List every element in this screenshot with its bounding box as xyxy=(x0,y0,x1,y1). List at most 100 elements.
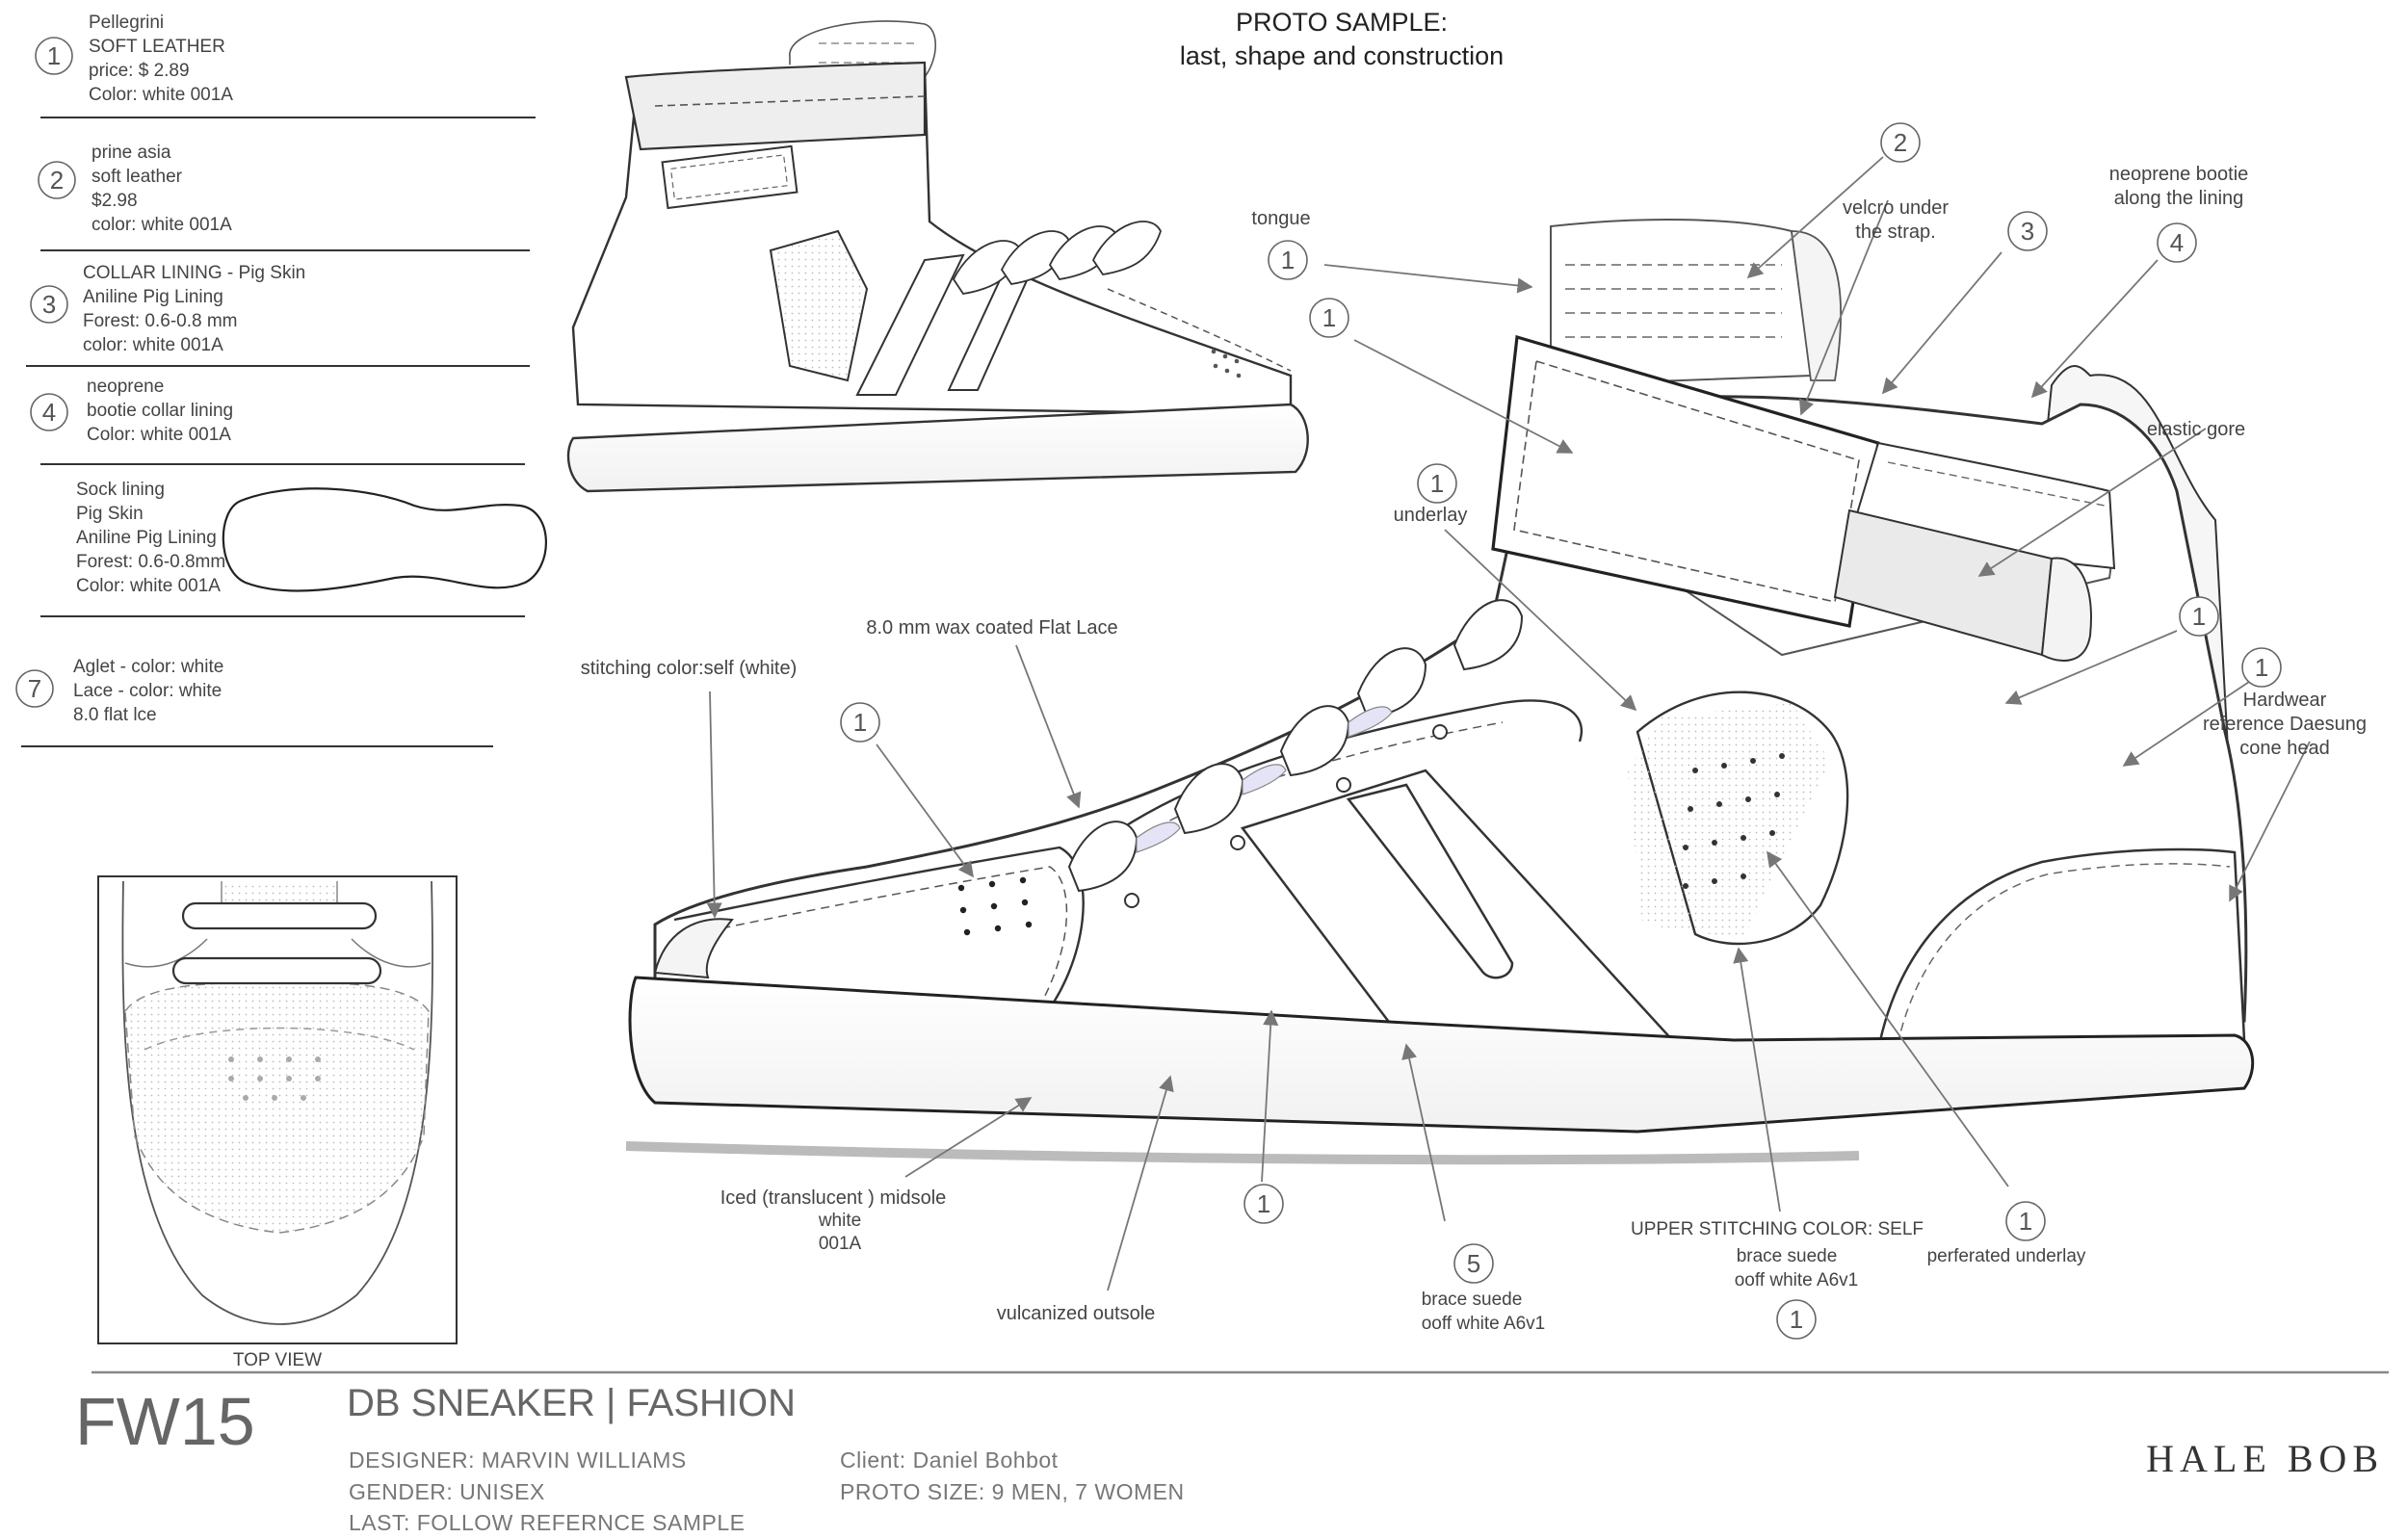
svg-text:1: 1 xyxy=(2192,602,2206,631)
number-markers: 1 1 2 3 4 1 1 1 1 1 5 1 1 xyxy=(840,122,2282,1340)
svg-text:1: 1 xyxy=(2255,653,2268,682)
label-brace-suede: ooff white A6v1 xyxy=(1422,1314,1546,1334)
label-brace-suede-b: ooff white A6v1 xyxy=(1735,1270,1859,1290)
svg-text:3: 3 xyxy=(2021,217,2034,246)
spec-line: $2.98 xyxy=(92,191,138,211)
svg-text:4: 4 xyxy=(2170,228,2184,257)
spec-line: Color: white 001A xyxy=(76,576,221,596)
designer: DESIGNER: MARVIN WILLIAMS xyxy=(349,1447,687,1473)
label-perforated: perferated underlay xyxy=(1927,1246,2086,1266)
client: Client: Daniel Bohbot xyxy=(840,1447,1059,1473)
label-velcro: the strap. xyxy=(1855,222,1935,243)
spec-item-3: 3 COLLAR LINING - Pig Skin Aniline Pig L… xyxy=(26,263,530,367)
label-tongue: tongue xyxy=(1251,208,1310,229)
gender: GENDER: UNISEX xyxy=(349,1479,545,1504)
marker: 1 xyxy=(1417,463,1457,504)
svg-text:1: 1 xyxy=(2019,1207,2032,1236)
spec-item-2: 2 prine asia soft leather $2.98 color: w… xyxy=(38,143,530,251)
spec-line: Pellegrini xyxy=(89,13,164,33)
svg-text:5: 5 xyxy=(1467,1249,1480,1278)
product-title: DB SNEAKER | FASHION xyxy=(347,1382,796,1424)
marker: 1 xyxy=(1243,1184,1284,1224)
season-code: FW15 xyxy=(75,1384,255,1459)
marker: 1 xyxy=(840,702,880,743)
spec-line: 8.0 flat lce xyxy=(73,705,157,725)
label-midsole: Iced (translucent ) midsole xyxy=(720,1187,947,1209)
spec-line: Lace - color: white xyxy=(73,681,222,701)
page-title: PROTO SAMPLE: xyxy=(1236,8,1448,37)
spec-line: bootie collar lining xyxy=(87,401,233,421)
spec-line: Aglet - color: white xyxy=(73,657,223,677)
spec-line: color: white 001A xyxy=(92,215,232,235)
spec-line: soft leather xyxy=(92,167,183,187)
spec-line: COLLAR LINING - Pig Skin xyxy=(83,263,305,283)
spec-line: Aniline Pig Lining xyxy=(83,287,223,307)
label-outsole: vulcanized outsole xyxy=(997,1303,1156,1324)
label-hardwear: reference Daesung xyxy=(2203,714,2367,735)
label-hardwear: cone head xyxy=(2239,738,2329,759)
spec-line: Forest: 0.6-0.8 mm xyxy=(83,311,238,331)
footer: FW15 DB SNEAKER | FASHION DESIGNER: MARV… xyxy=(75,1382,2384,1535)
spec-item-1: 1 Pellegrini SOFT LEATHER price: $ 2.89 … xyxy=(35,13,536,118)
side-view-small xyxy=(566,20,1309,493)
spec-line: SOFT LEATHER xyxy=(89,37,225,57)
spec-line: neoprene xyxy=(87,377,164,397)
brand-logo: HALE BOB xyxy=(2146,1437,2384,1480)
marker: 3 xyxy=(2007,211,2048,251)
marker: 1 xyxy=(1776,1299,1817,1340)
svg-text:1: 1 xyxy=(1322,303,1336,332)
spec-line: Pig Skin xyxy=(76,504,144,524)
svg-text:1: 1 xyxy=(1257,1189,1270,1218)
svg-text:1: 1 xyxy=(1790,1305,1803,1334)
callout-labels: tongue velcro under the strap. neoprene … xyxy=(581,164,2367,1334)
spec-number: 7 xyxy=(28,674,41,703)
label-midsole: white xyxy=(818,1211,861,1231)
label-velcro: velcro under xyxy=(1843,197,1949,219)
label-upper-stitching: UPPER STITCHING COLOR: SELF xyxy=(1631,1219,1924,1239)
svg-text:1: 1 xyxy=(853,708,867,737)
label-brace-suede-b: brace suede xyxy=(1737,1246,1838,1266)
svg-text:2: 2 xyxy=(1894,128,1907,157)
side-view-large xyxy=(625,219,2255,1165)
spec-line: Color: white 001A xyxy=(89,85,233,105)
svg-text:1: 1 xyxy=(1281,246,1295,274)
spec-line: Forest: 0.6-0.8mm xyxy=(76,552,225,572)
callouts xyxy=(706,156,2311,1291)
label-neoprene: neoprene bootie xyxy=(2109,164,2249,185)
spec-line: Color: white 001A xyxy=(87,425,231,445)
spec-number: 4 xyxy=(42,398,56,427)
marker: 5 xyxy=(1453,1243,1494,1284)
spec-number: 2 xyxy=(50,166,64,195)
page-subtitle: last, shape and construction xyxy=(1180,41,1504,70)
label-hardwear: Hardwear xyxy=(2243,690,2327,711)
sock-lining-shape xyxy=(222,487,547,592)
marker: 1 xyxy=(2241,647,2282,688)
spec-line: price: $ 2.89 xyxy=(89,61,190,81)
last: LAST: FOLLOW REFERNCE SAMPLE xyxy=(349,1510,745,1535)
label-elastic-gore: elastic gore xyxy=(2147,419,2245,440)
spec-number: 3 xyxy=(42,290,56,319)
marker: 1 xyxy=(2179,596,2219,637)
spec-item-4: 4 neoprene bootie collar lining Color: w… xyxy=(30,377,525,465)
label-midsole: 001A xyxy=(819,1234,862,1254)
spec-number: 1 xyxy=(47,41,61,70)
spec-line: color: white 001A xyxy=(83,335,223,355)
spec-list: 1 Pellegrini SOFT LEATHER price: $ 2.89 … xyxy=(15,13,547,747)
svg-text:1: 1 xyxy=(1430,469,1444,498)
marker: 2 xyxy=(1880,122,1921,163)
marker: 1 xyxy=(2005,1201,2046,1241)
marker: 4 xyxy=(2157,222,2197,263)
top-view-label: TOP VIEW xyxy=(233,1350,322,1370)
label-stitching: stitching color:self (white) xyxy=(581,658,798,679)
label-brace-suede: brace suede xyxy=(1422,1290,1523,1310)
proto-size: PROTO SIZE: 9 MEN, 7 WOMEN xyxy=(840,1479,1185,1504)
spec-item-7: 7 Aglet - color: white Lace - color: whi… xyxy=(15,657,493,747)
spec-line: prine asia xyxy=(92,143,171,163)
top-view-drawing: TOP VIEW xyxy=(97,875,458,1370)
label-lace: 8.0 mm wax coated Flat Lace xyxy=(866,617,1117,639)
label-neoprene: along the lining xyxy=(2114,188,2244,209)
spec-line: Sock lining xyxy=(76,480,165,500)
spec-item-sock-lining: Sock lining Pig Skin Aniline Pig Lining … xyxy=(40,480,547,617)
marker: 1 xyxy=(1268,240,1308,280)
marker: 1 xyxy=(1309,298,1349,338)
